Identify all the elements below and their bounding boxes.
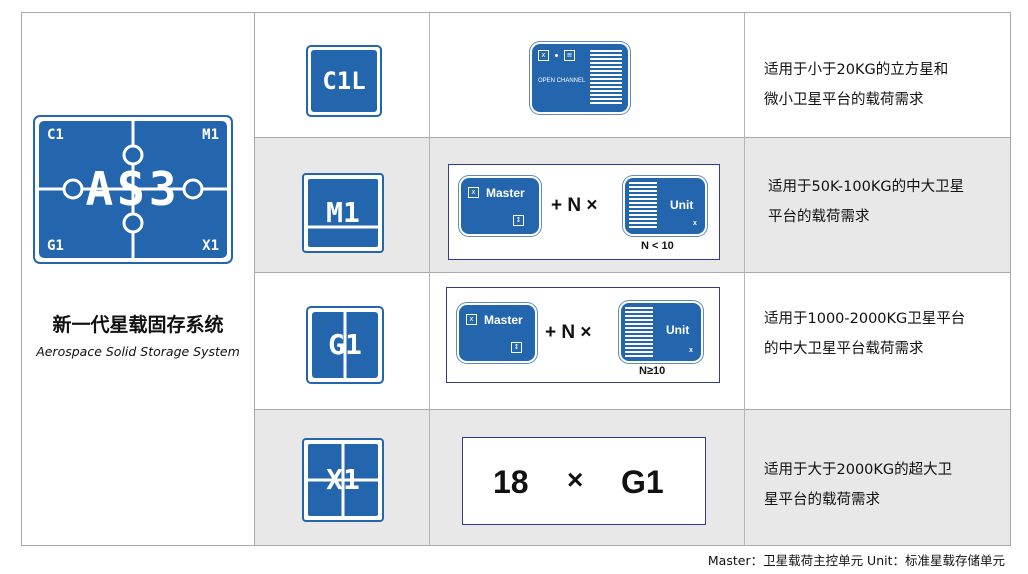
row-description-c1l: 适用于小于20KG的立方星和 微小卫星平台的载荷需求: [764, 55, 948, 115]
g1-config-box: x Master ↕ + N × Unit x N≥10: [446, 287, 720, 383]
master-label: Master: [484, 313, 523, 327]
x1-config-box: 18 × G1: [462, 437, 706, 525]
system-title-cn: 新一代星载固存系统: [52, 314, 224, 336]
row-description-m1: 适用于50K-100KG的中大卫星 平台的载荷需求: [768, 172, 964, 232]
logo-corner-m1: M1: [202, 127, 219, 143]
as3-logo: AS3 C1 M1 G1 X1: [33, 115, 233, 264]
row-divider: [255, 272, 1010, 273]
model-label: C1L: [322, 67, 366, 95]
stack-lines-icon: [625, 307, 653, 357]
m1-config-box: x Master ↕ + N × Unit x N < 10: [448, 164, 720, 260]
chip-icon: x: [466, 314, 477, 325]
row-divider: [255, 137, 1010, 138]
logo-corner-c1: C1: [47, 127, 64, 143]
unit-module: Unit x: [625, 178, 705, 234]
switch-icon: ↕: [513, 215, 524, 226]
desc-line: 微小卫星平台的载荷需求: [764, 92, 924, 108]
open-channel-label: OPEN CHANNEL: [538, 78, 586, 84]
row-description-x1: 适用于大于2000KG的超大卫 星平台的载荷需求: [764, 455, 952, 515]
module-tile-icon: [306, 45, 382, 117]
n-condition-label: N≥10: [639, 365, 666, 377]
stack-lines-icon: [629, 182, 657, 230]
desc-line: 星平台的载荷需求: [764, 492, 880, 508]
plus-n-times-operator: + N ×: [551, 195, 598, 216]
unit-label: Unit: [670, 198, 694, 212]
n-condition-label: N < 10: [641, 240, 674, 252]
desc-line: 适用于50K-100KG的中大卫星: [768, 179, 965, 195]
model-icon-x1: X1: [302, 438, 384, 522]
unit-label: Unit: [666, 323, 690, 337]
column-divider: [429, 13, 430, 545]
desc-line: 平台的载荷需求: [768, 209, 870, 225]
unit-x-mark: x: [693, 220, 697, 227]
master-label: Master: [486, 186, 525, 200]
model-icon-c1l: C1L: [306, 45, 382, 117]
master-module: x Master ↕: [461, 178, 539, 234]
puzzle-logo-graphic: [33, 115, 233, 264]
footnote-legend: Master：卫星载荷主控单元 Unit：标准星载存储单元: [707, 553, 1005, 568]
formula-times: ×: [567, 464, 584, 495]
desc-line: 适用于1000-2000KG卫星平台: [764, 311, 966, 327]
left-panel: [22, 13, 255, 545]
model-label: X1: [326, 463, 360, 496]
table-frame: [21, 12, 1011, 546]
c1l-board-image: x ≡ OPEN CHANNEL: [532, 44, 628, 112]
master-module: x Master ↕: [459, 305, 535, 361]
chip-icon: ≡: [564, 50, 575, 61]
as3-logo-text: AS3: [85, 162, 181, 216]
switch-icon: ↕: [511, 342, 522, 353]
module-tile-icon: [302, 438, 384, 522]
formula-g1: G1: [621, 464, 664, 500]
unit-x-mark: x: [689, 347, 693, 354]
desc-line: 的中大卫星平台载荷需求: [764, 341, 924, 357]
system-title-en: Aerospace Solid Storage System: [36, 344, 240, 359]
row-description-g1: 适用于1000-2000KG卫星平台 的中大卫星平台载荷需求: [764, 304, 965, 364]
unit-module: Unit x: [621, 303, 701, 361]
stack-lines-icon: [590, 50, 622, 106]
chip-icon: x: [538, 50, 549, 61]
module-tile-icon: [302, 173, 384, 253]
logo-corner-x1: X1: [202, 238, 219, 254]
model-label: M1: [326, 196, 360, 229]
module-tile-icon: [306, 306, 384, 384]
desc-line: 适用于小于20KG的立方星和: [764, 62, 949, 78]
logo-corner-g1: G1: [47, 238, 64, 254]
model-icon-m1: M1: [302, 173, 384, 253]
model-icon-g1: G1: [306, 306, 384, 384]
led-dot-icon: [555, 54, 558, 57]
chip-icon: x: [468, 187, 479, 198]
plus-n-times-operator: + N ×: [545, 322, 592, 343]
row-divider: [255, 409, 1010, 410]
formula-count: 18: [493, 464, 529, 500]
desc-line: 适用于大于2000KG的超大卫: [764, 462, 953, 478]
column-divider: [744, 13, 745, 545]
model-label: G1: [328, 328, 362, 361]
